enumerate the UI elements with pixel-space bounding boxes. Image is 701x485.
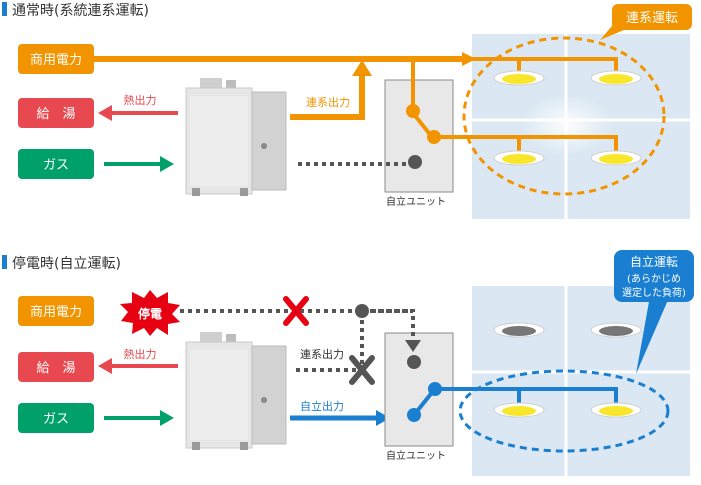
heading-marker <box>2 2 7 16</box>
svg-text:ガス: ガス <box>43 158 69 173</box>
section-heading: 停電時(自立運転) <box>12 255 121 272</box>
svg-text:停電: 停電 <box>138 306 162 321</box>
heat-arrowhead <box>98 105 112 121</box>
cogeneration-unit <box>185 78 287 196</box>
svg-text:給 湯: 給 湯 <box>36 361 75 376</box>
grid-tie-arrowhead <box>352 60 372 76</box>
grid-tie-output-label: 連系出力 <box>306 95 350 109</box>
svg-text:自立運転: 自立運転 <box>630 254 678 269</box>
svg-text:連系運転: 連系運転 <box>626 11 678 26</box>
outage-burst: 停電 <box>120 290 180 336</box>
section-outage: 停電時(自立運転) 商用電力 給 湯 ガス 停電 <box>2 250 694 476</box>
gas-box: ガス <box>18 149 94 179</box>
svg-text:商用電力: 商用電力 <box>30 305 82 320</box>
svg-text:(あらかじめ: (あらかじめ <box>627 273 681 285</box>
grid-tie-output-label: 連系出力 <box>300 347 344 361</box>
standalone-output-label: 自立出力 <box>300 399 344 413</box>
section-normal: 通常時(系統連系運転) 商用電力 給 湯 ガス 熱出力 <box>2 2 692 219</box>
svg-text:商用電力: 商用電力 <box>30 53 82 68</box>
heat-output-label: 熱出力 <box>124 347 157 361</box>
standalone-node <box>408 155 422 169</box>
lamp-row-normal <box>493 70 642 166</box>
heading-marker <box>2 255 7 269</box>
grid-cut-mark <box>283 296 309 326</box>
grid-arrowhead <box>462 52 476 66</box>
svg-text:選定した負荷): 選定した負荷) <box>622 286 686 299</box>
lamp-row-outage <box>493 322 642 418</box>
standalone-unit-label: 自立ユニット <box>386 449 446 462</box>
gas-box: ガス <box>18 403 94 433</box>
grid-tie-cut-mark <box>349 355 375 385</box>
standalone-unit: 自立ユニット <box>384 79 454 208</box>
cogeneration-unit <box>185 332 287 450</box>
standalone-badge: 自立運転 (あらかじめ 選定した負荷) <box>614 250 694 374</box>
svg-text:ガス: ガス <box>43 412 69 427</box>
svg-text:給 湯: 給 湯 <box>36 107 75 122</box>
gas-arrowhead <box>160 410 174 426</box>
standalone-arrowhead <box>376 410 390 426</box>
switch-input-node <box>407 355 421 369</box>
standalone-unit: 自立ユニット <box>384 332 454 462</box>
heat-output-label: 熱出力 <box>124 93 157 107</box>
grid-tie-path <box>290 72 365 120</box>
grid-power-box: 商用電力 <box>18 44 94 74</box>
standalone-unit-label: 自立ユニット <box>386 195 446 208</box>
section-heading: 通常時(系統連系運転) <box>12 3 149 19</box>
grid-tie-zone <box>462 36 666 196</box>
grid-tie-badge: 連系運転 <box>600 4 692 40</box>
grid-power-box: 商用電力 <box>18 296 94 326</box>
gas-arrowhead <box>160 156 174 172</box>
heat-arrowhead <box>98 358 112 374</box>
room-normal <box>472 34 690 219</box>
hot-water-box: 給 湯 <box>18 98 94 128</box>
standalone-zone <box>458 369 670 453</box>
hot-water-box: 給 湯 <box>18 352 94 382</box>
